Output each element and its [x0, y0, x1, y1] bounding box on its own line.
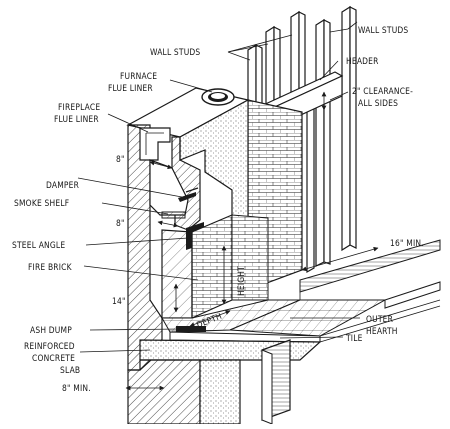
label-dim-8-lower: 8" — [116, 218, 125, 228]
labels: WALL STUDS WALL STUDS FURNACE FLUE LINER… — [12, 25, 424, 393]
label-clearance-line2: ALL SIDES — [358, 98, 398, 108]
label-wall-studs-left: WALL STUDS — [150, 47, 200, 57]
label-fire-brick: FIRE BRICK — [28, 262, 73, 272]
label-fireplace-line1: FIREPLACE — [58, 102, 100, 112]
label-damper: DAMPER — [46, 180, 80, 190]
furnace-flue-liner — [201, 88, 235, 106]
label-header: HEADER — [346, 56, 379, 66]
label-fireplace-line2: FLUE LINER — [54, 114, 99, 124]
label-dim-8-upper: 8" — [116, 154, 125, 164]
dimension-lines — [125, 91, 379, 391]
label-tile: TILE — [345, 333, 363, 343]
label-height: HEIGHT — [236, 266, 246, 296]
label-slab-line1: REINFORCED — [24, 341, 75, 351]
label-dim-8-min: 8" MIN. — [62, 383, 91, 393]
label-slab-line2: CONCRETE — [32, 353, 75, 363]
label-outer-hearth-line1: OUTER — [366, 314, 394, 324]
stud-group-right — [306, 5, 357, 274]
label-wall-studs-right: WALL STUDS — [358, 25, 408, 35]
label-clearance-line1: 2" CLEARANCE- — [352, 86, 413, 96]
label-furnace-line2: FLUE LINER — [108, 83, 153, 93]
label-dim-16-min: 16" MIN. — [390, 238, 424, 248]
label-furnace-line1: FURNACE — [120, 71, 157, 81]
label-steel-angle: STEEL ANGLE — [12, 240, 65, 250]
masonry-section — [127, 124, 269, 371]
label-dim-14: 14" — [112, 296, 126, 306]
label-smoke-shelf: SMOKE SHELF — [14, 198, 69, 208]
leader-lines — [77, 21, 360, 353]
label-outer-hearth-line2: HEARTH — [366, 326, 398, 336]
label-slab-line3: SLAB — [60, 365, 80, 375]
label-ash-dump: ASH DUMP — [30, 325, 72, 335]
